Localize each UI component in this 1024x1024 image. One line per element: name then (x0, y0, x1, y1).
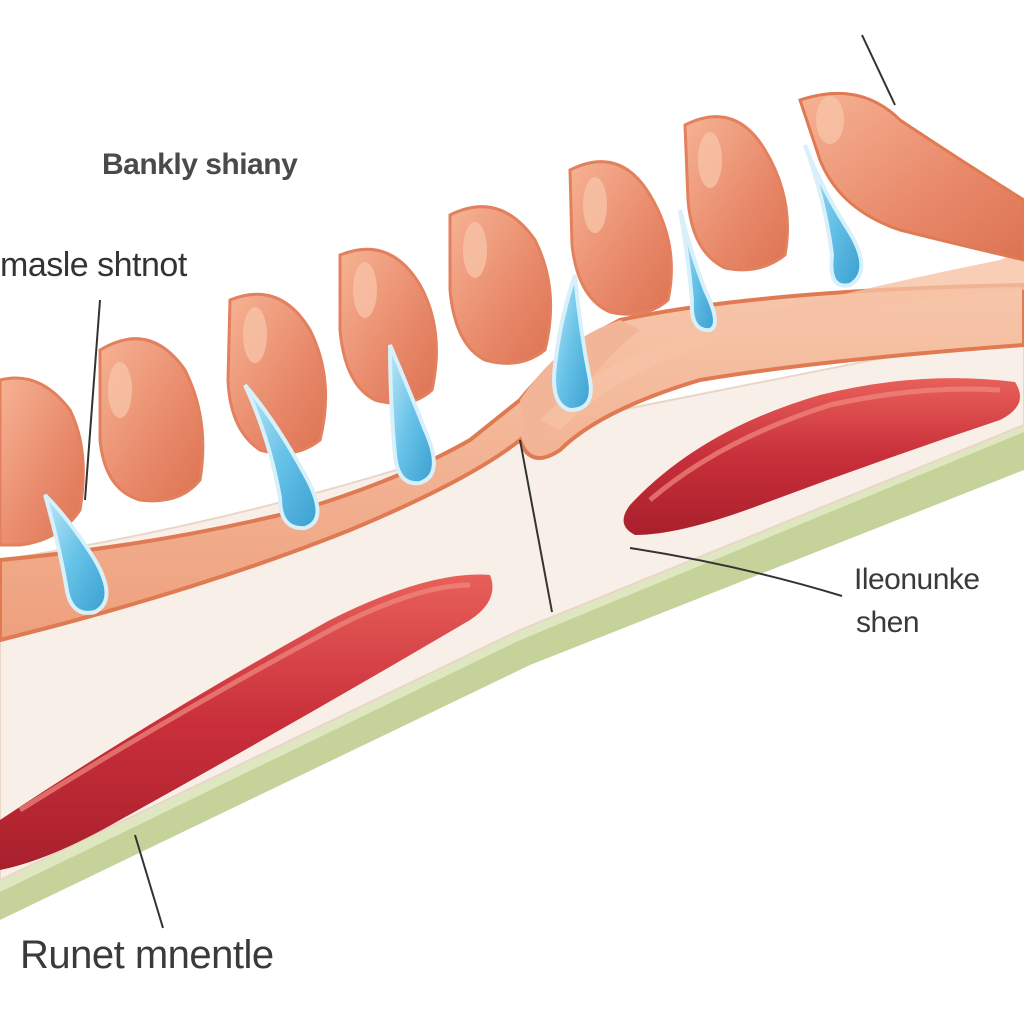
leader-line (629, 547, 843, 597)
label-top-left: Bankly shiany (102, 148, 298, 181)
leader-line (134, 834, 164, 929)
papilla (0, 376, 85, 547)
droplet-icon (388, 344, 436, 486)
leader-line (861, 34, 896, 106)
papilla (338, 247, 438, 405)
label-right-line1: Ileonunke (854, 563, 980, 596)
papilla (568, 160, 673, 316)
muscle-bundle-left (0, 574, 493, 870)
droplets (43, 144, 864, 615)
leader-line (519, 439, 553, 613)
label-mid-left: masle shtnot (0, 246, 187, 284)
droplet-icon (243, 383, 320, 531)
label-right-line2: shen (856, 606, 920, 639)
papilla (448, 205, 553, 365)
papilla (98, 337, 205, 503)
droplet-icon (552, 274, 593, 413)
droplet-icon (803, 144, 864, 288)
papilla-highlights (108, 96, 844, 418)
droplet-icon (678, 209, 717, 333)
leader-lines (84, 34, 896, 929)
label-bottom-left: Runet mnentle (20, 933, 274, 977)
droplet-icon (43, 493, 109, 615)
leader-line (84, 299, 101, 501)
papillae-row (0, 115, 789, 547)
papilla (683, 115, 789, 272)
muscle-bundle-right (623, 378, 1020, 535)
